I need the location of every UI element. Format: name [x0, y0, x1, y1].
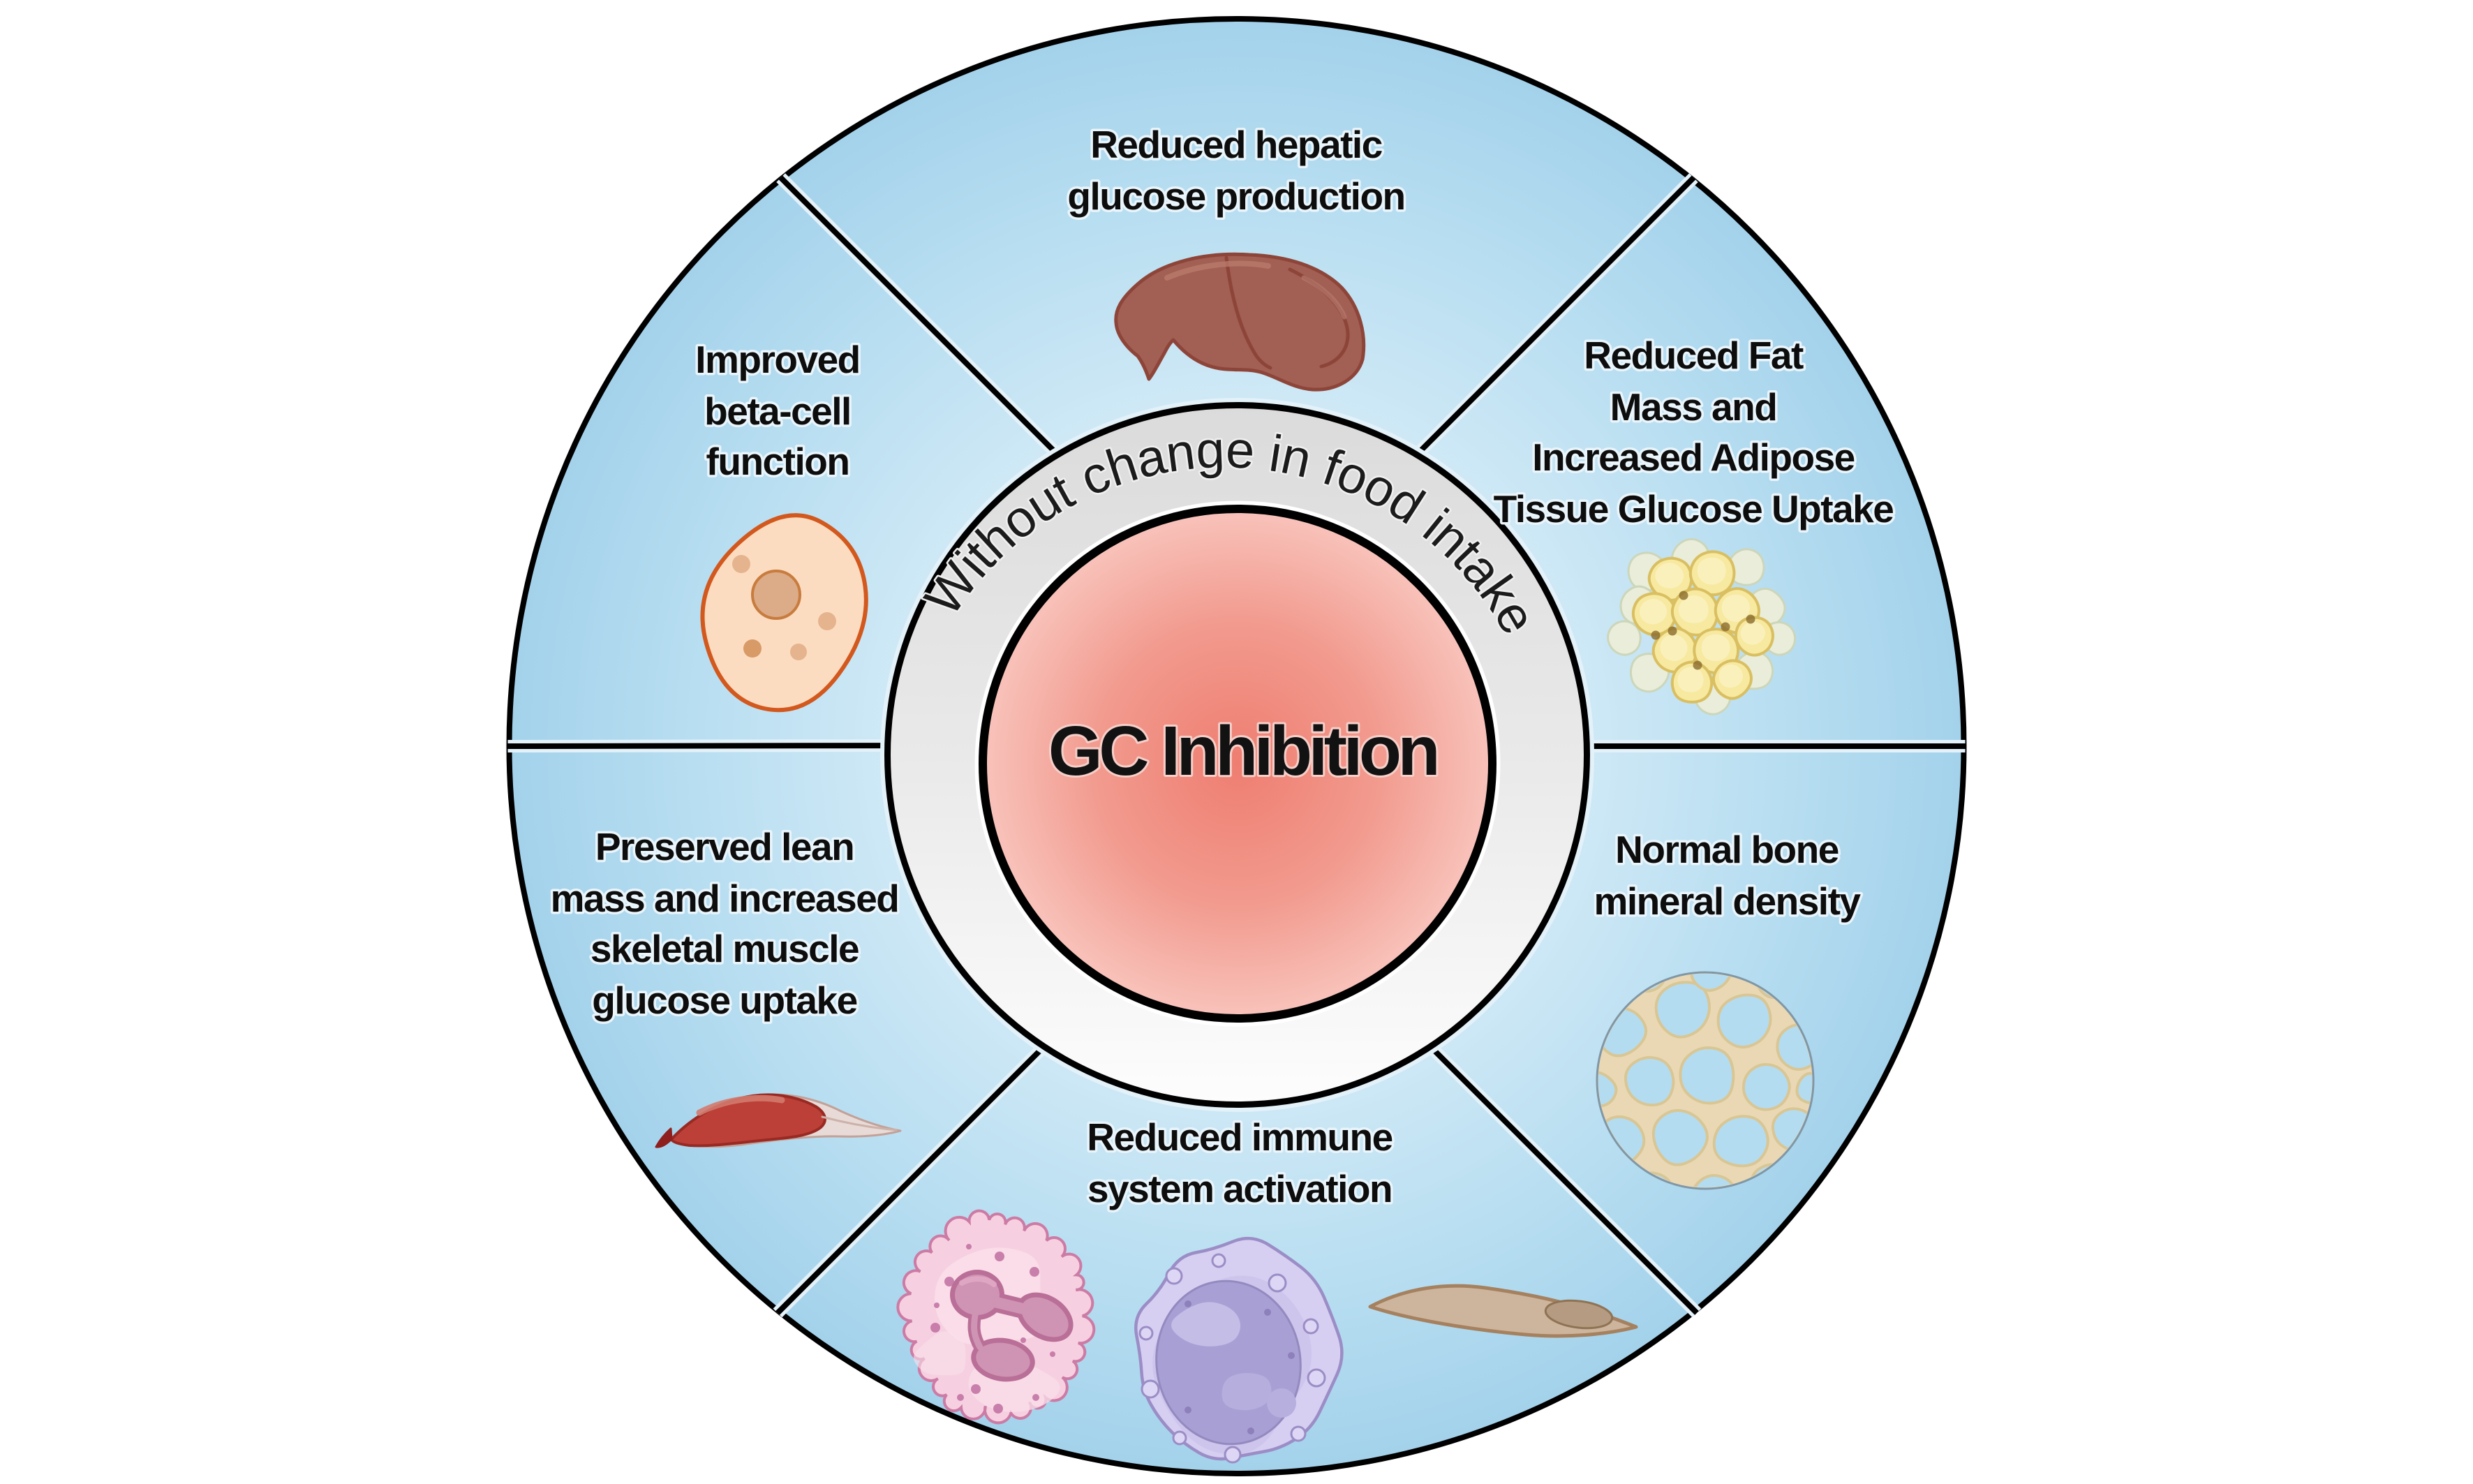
- svg-text:Reduced hepatic: Reduced hepatic: [1090, 123, 1382, 166]
- svg-text:Preserved lean: Preserved lean: [595, 825, 854, 868]
- svg-text:Increased Adipose: Increased Adipose: [1532, 436, 1855, 479]
- svg-text:glucose production: glucose production: [1067, 175, 1404, 218]
- svg-text:mineral density: mineral density: [1594, 880, 1862, 923]
- svg-text:Tissue Glucose Uptake: Tissue Glucose Uptake: [1494, 487, 1894, 530]
- svg-text:mass and increased: mass and increased: [551, 877, 899, 920]
- svg-text:system activation: system activation: [1087, 1167, 1392, 1210]
- svg-text:Reduced Fat: Reduced Fat: [1584, 334, 1804, 377]
- svg-text:function: function: [706, 440, 849, 483]
- svg-text:Reduced immune: Reduced immune: [1087, 1115, 1392, 1159]
- svg-text:beta-cell: beta-cell: [704, 389, 851, 433]
- svg-text:Improved: Improved: [695, 338, 860, 381]
- svg-text:glucose uptake: glucose uptake: [592, 979, 856, 1022]
- svg-text:GC Inhibition: GC Inhibition: [1048, 712, 1436, 790]
- svg-text:Mass and: Mass and: [1610, 385, 1777, 429]
- svg-text:skeletal muscle: skeletal muscle: [591, 927, 859, 970]
- svg-text:Normal bone: Normal bone: [1615, 828, 1839, 871]
